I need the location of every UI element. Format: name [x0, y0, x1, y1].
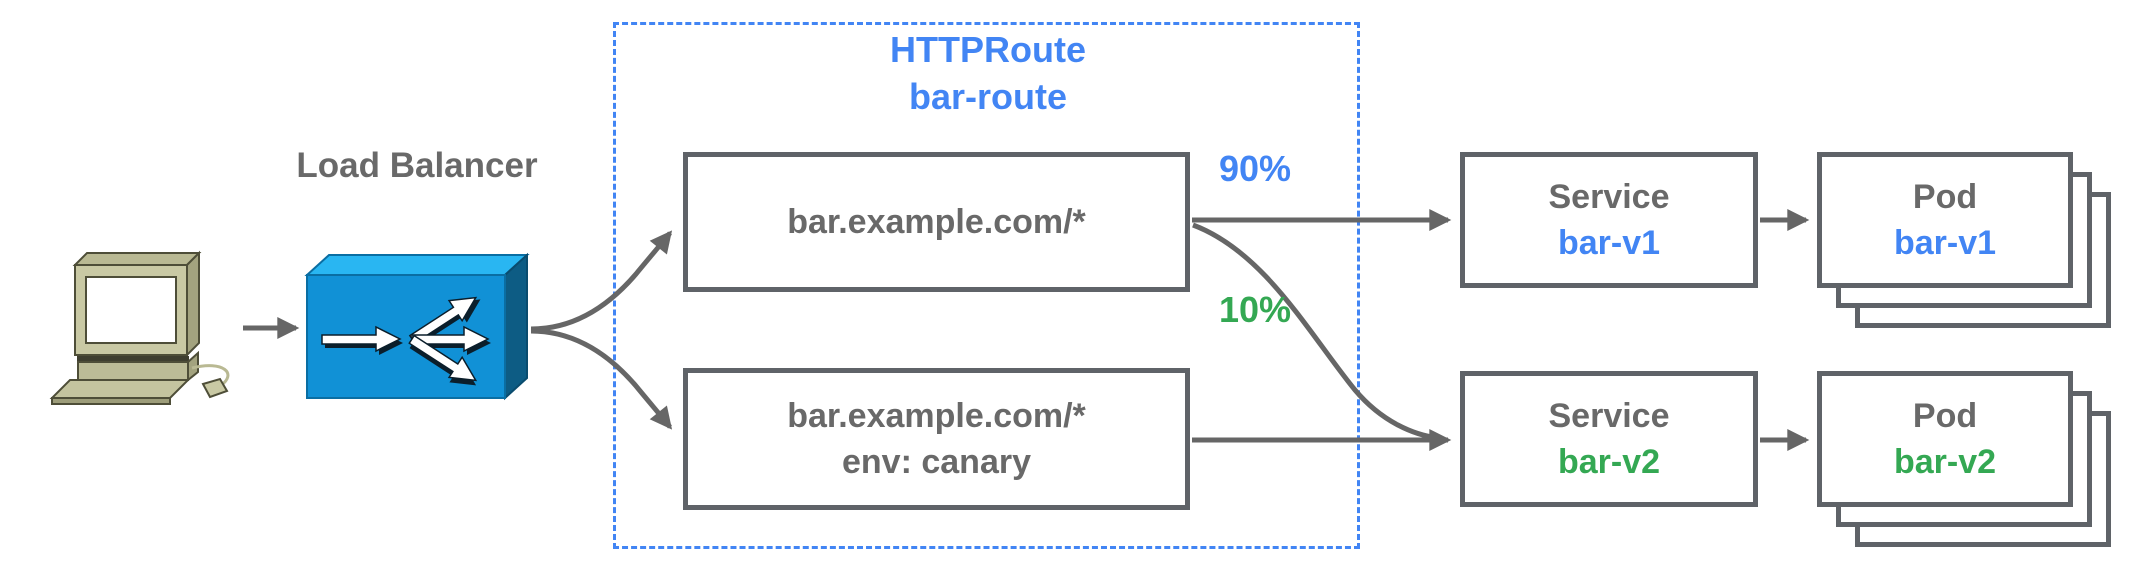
match-v2-host: bar.example.com/*: [787, 397, 1086, 435]
mouse-cable: [191, 364, 230, 388]
load-balancer-label: Load Balancer: [296, 146, 538, 185]
pod-v2-kind: Pod: [1912, 397, 1978, 435]
service-v2-name: bar-v2: [1557, 443, 1661, 481]
client-computer-icon: [49, 250, 230, 405]
service-v1-name: bar-v1: [1557, 224, 1661, 262]
match-box-v1: bar.example.com/*: [683, 152, 1190, 292]
pod-v1-kind: Pod: [1912, 178, 1978, 216]
mouse: [201, 377, 229, 399]
service-v2-kind: Service: [1548, 397, 1670, 435]
httproute-kind: HTTPRoute: [890, 29, 1086, 70]
weight-90-label: 90%: [1218, 148, 1292, 189]
httproute-name: bar-route: [908, 76, 1067, 117]
httproute-title: HTTPRoute bar-route: [788, 26, 1188, 120]
weight-10-label: 10%: [1218, 289, 1292, 330]
match-v1-host: bar.example.com/*: [787, 203, 1086, 241]
match-box-v2: bar.example.com/* env: canary: [683, 368, 1190, 510]
pod-box-v1: Pod bar-v1: [1817, 152, 2073, 288]
keyboard: [49, 379, 191, 399]
load-balancer-icon: [304, 252, 530, 401]
service-box-v2: Service bar-v2: [1460, 371, 1758, 507]
service-box-v1: Service bar-v1: [1460, 152, 1758, 288]
pod-v1-name: bar-v1: [1893, 224, 1997, 262]
match-v2-header: env: canary: [842, 443, 1031, 481]
pod-box-v2: Pod bar-v2: [1817, 371, 2073, 507]
service-v1-kind: Service: [1548, 178, 1670, 216]
pod-v2-name: bar-v2: [1893, 443, 1997, 481]
